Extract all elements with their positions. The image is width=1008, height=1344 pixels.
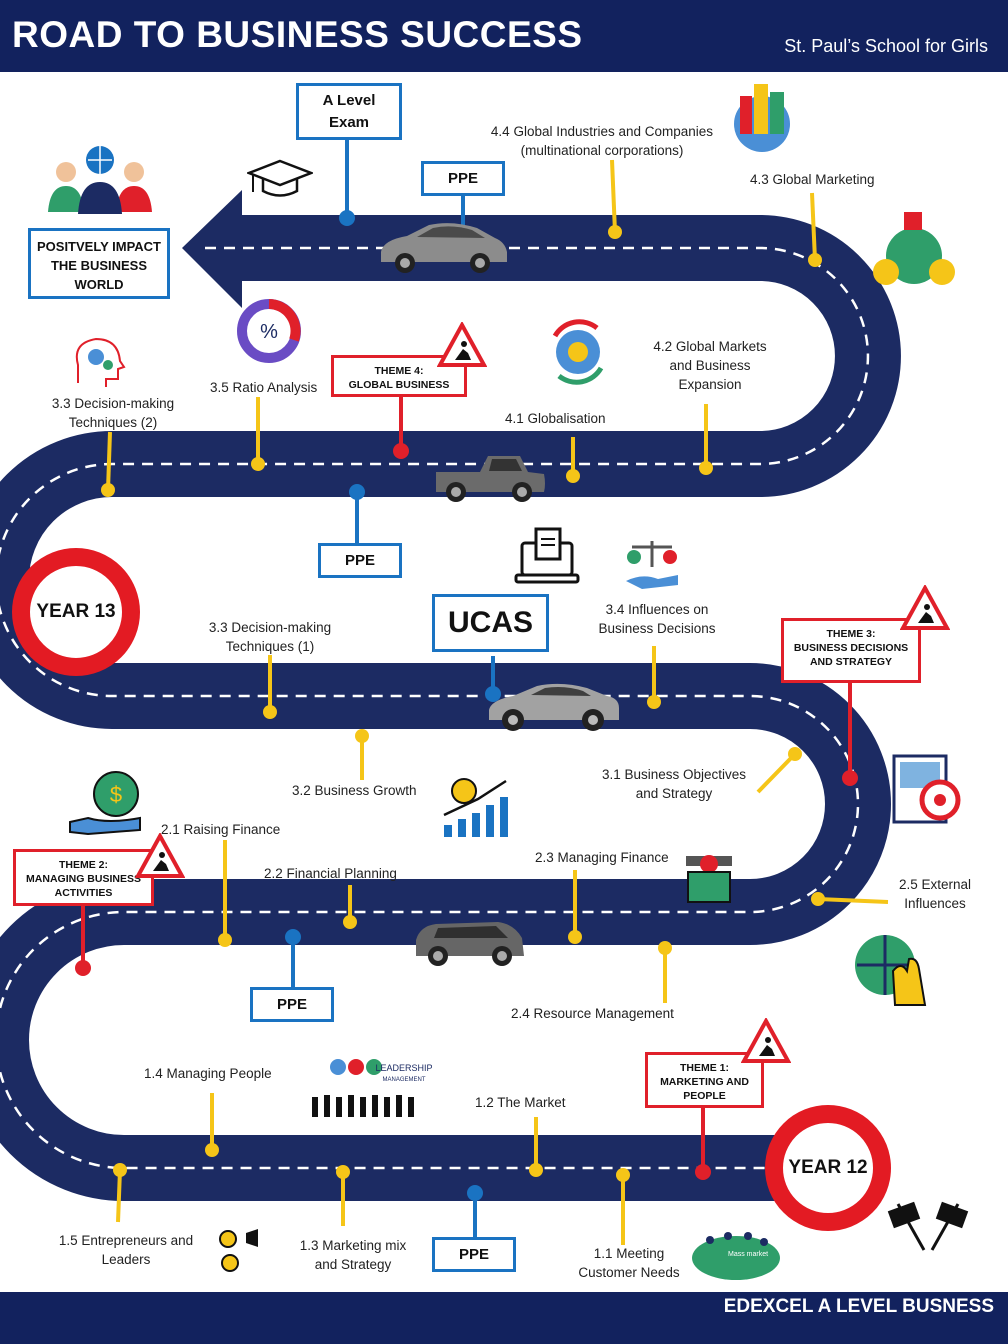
topic-dots <box>101 225 825 1182</box>
footer-bar: EDEXCEL A LEVEL BUSNESS <box>0 1292 1008 1344</box>
topic-3-4: 3.4 Influences on Business Decisions <box>598 602 716 636</box>
target-board-icon <box>892 754 961 824</box>
car-top <box>381 223 507 273</box>
page-title: ROAD TO BUSINESS SUCCESS <box>12 14 583 55</box>
topic-1-1: 1.1 Meeting Customer Needs <box>578 1246 680 1280</box>
topic-4-3: 4.3 Global Marketing <box>750 172 875 187</box>
topic-3-3a: 3.3 Decision-making Techniques (1) <box>208 620 332 654</box>
checkered-flags-icon <box>887 1201 969 1251</box>
svg-text:LEADERSHIP: LEADERSHIP <box>375 1063 432 1073</box>
ppe-box-year13: PPE <box>318 543 402 578</box>
cash-register-icon <box>686 855 732 903</box>
people-icon <box>48 146 152 214</box>
ratio-chart-icon: % <box>237 299 301 363</box>
buildings-icon <box>734 84 790 152</box>
certificate-laptop-icon <box>514 527 580 584</box>
car-suv <box>416 922 524 966</box>
topic-2-4: 2.4 Resource Management <box>511 1006 674 1021</box>
topic-4-1: 4.1 Globalisation <box>505 411 606 426</box>
scales-hand-icon <box>626 541 678 589</box>
car-sport <box>489 683 619 731</box>
theme-3-box: THEME 3: BUSINESS DECISIONS AND STRATEGY <box>781 618 921 683</box>
destination-box: POSITVELY IMPACT THE BUSINESS WORLD <box>28 228 170 299</box>
warning-sign-icon <box>437 322 487 367</box>
warning-sign-icon <box>900 585 950 630</box>
ppe-box-year12a: PPE <box>250 987 334 1022</box>
topic-connectors <box>106 159 889 1245</box>
theme-connectors <box>81 396 852 1172</box>
topic-4-2: 4.2 Global Markets and Business Expansio… <box>653 339 767 392</box>
leadership-crowd-icon: LEADERSHIP MANAGEMENT <box>300 1047 434 1119</box>
topic-3-3b: 3.3 Decision-making Techniques (2) <box>51 396 175 430</box>
growth-chart-icon <box>443 778 508 837</box>
theme-2-box: THEME 2: MANAGING BUSINESS ACTIVITIES <box>13 849 154 906</box>
svg-text:Mass market: Mass market <box>728 1251 768 1258</box>
topic-3-5: 3.5 Ratio Analysis <box>210 380 318 395</box>
svg-text:$: $ <box>110 782 122 807</box>
car-pickup <box>436 456 545 502</box>
warning-sign-icon <box>741 1018 791 1063</box>
topic-2-3: 2.3 Managing Finance <box>535 850 669 865</box>
ppe-box-top: PPE <box>421 161 505 196</box>
footer-text: EDEXCEL A LEVEL BUSNESS <box>723 1296 994 1317</box>
brain-gears-icon <box>75 337 126 387</box>
svg-text:%: % <box>260 321 278 343</box>
globalisation-icon <box>552 319 604 385</box>
warning-sign-icon <box>135 833 185 878</box>
svg-text:MANAGEMENT: MANAGEMENT <box>382 1077 425 1083</box>
topic-2-1: 2.1 Raising Finance <box>161 822 281 837</box>
money-bag-hand-icon: $ <box>69 771 141 836</box>
year-12-ring: YEAR 12 <box>765 1105 891 1231</box>
globe-hand-icon <box>855 935 927 1006</box>
topic-3-2: 3.2 Business Growth <box>292 783 417 798</box>
topic-2-2: 2.2 Financial Planning <box>264 866 397 881</box>
graduation-cap-icon <box>247 159 313 197</box>
school-name: St. Paul’s School for Girls <box>784 36 988 56</box>
topic-1-4: 1.4 Managing People <box>144 1066 272 1081</box>
ppe-box-year12b: PPE <box>432 1237 516 1272</box>
topic-1-2: 1.2 The Market <box>475 1095 566 1110</box>
topic-4-4: 4.4 Global Industries and Companies (mul… <box>490 124 714 158</box>
topic-1-5: 1.5 Entrepreneurs and Leaders <box>58 1233 194 1267</box>
year-13-ring: YEAR 13 <box>12 548 140 676</box>
a-level-exam-box: A Level Exam <box>296 83 402 140</box>
entrepreneur-icon <box>219 1229 258 1272</box>
ucas-box: UCAS <box>432 594 549 652</box>
globe-marketing-icon <box>873 212 955 285</box>
header-bar: ROAD TO BUSINESS SUCCESS St. Paul’s Scho… <box>0 0 1008 72</box>
topic-2-5: 2.5 External Influences <box>898 877 972 911</box>
market-people-icon: Mass market <box>692 1232 780 1280</box>
topic-3-1: 3.1 Business Objectives and Strategy <box>601 767 747 801</box>
road-dash-line <box>0 246 870 1170</box>
topic-1-3: 1.3 Marketing mix and Strategy <box>299 1238 407 1272</box>
